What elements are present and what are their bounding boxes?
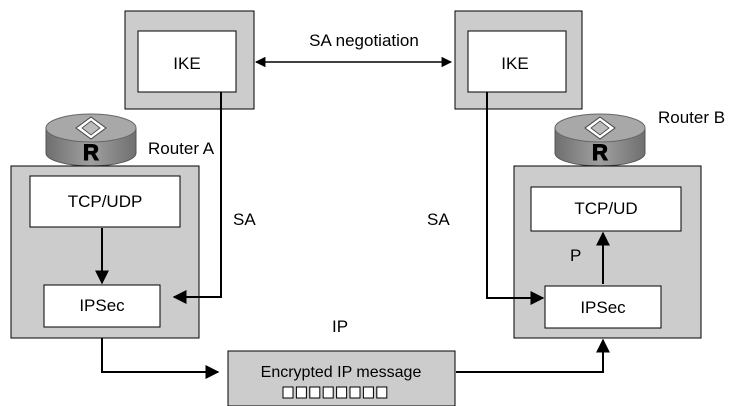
right-ike-panel: IKE (454, 10, 583, 110)
left-tcp-label: TCP/UDP (68, 192, 143, 211)
packet-cell (295, 386, 307, 399)
left-stack-panel: TCP/UDP IPSec (10, 165, 200, 339)
right-tcp-label-suffix: P (570, 246, 581, 265)
left-ike-label: IKE (173, 54, 200, 73)
router-b-glyph: R (592, 140, 608, 165)
encrypted-message-box: Encrypted IP message (227, 350, 456, 406)
packet-cell (376, 386, 388, 399)
packet-cell (336, 386, 348, 399)
packet-cell (362, 386, 374, 399)
sa-negotiation-label: SA negotiation (309, 31, 419, 50)
left-ike-panel: IKE (124, 10, 255, 110)
left-sa-label: SA (233, 210, 256, 229)
message-to-right-ipsec-arrow (456, 338, 610, 373)
router-b-label: Router B (658, 108, 725, 127)
right-tcp-label: TCP/UD (574, 199, 637, 218)
left-ipsec-to-message-arrow (101, 338, 220, 379)
right-ipsec-label: IPSec (580, 298, 626, 317)
right-sa-label: SA (427, 210, 450, 229)
right-stack-panel: TCP/UD P IPSec (513, 165, 702, 339)
ip-label: IP (332, 317, 348, 336)
router-b-icon: R (554, 113, 646, 167)
packet-cell (349, 386, 361, 399)
left-ipsec-label: IPSec (79, 296, 125, 315)
right-ike-label: IKE (501, 54, 528, 73)
router-a-label: Router A (148, 139, 215, 158)
encrypted-message-label: Encrypted IP message (261, 364, 422, 381)
router-a-icon: R (45, 113, 137, 167)
router-a-glyph: R (83, 140, 99, 165)
packet-cell (309, 386, 321, 399)
packet-cell (322, 386, 334, 399)
packet-cells (282, 386, 388, 399)
right-sa-arrow (486, 92, 545, 305)
left-sa-arrow (172, 92, 222, 304)
packet-cell (282, 386, 294, 399)
